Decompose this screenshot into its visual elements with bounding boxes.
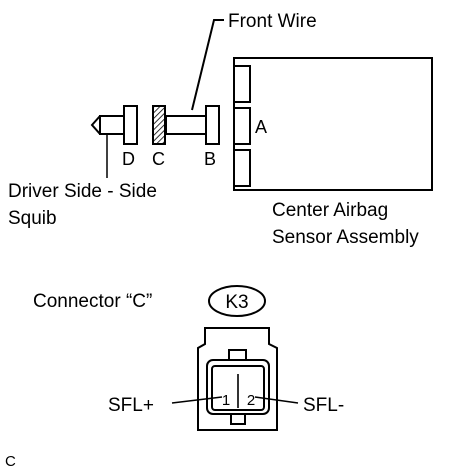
connector-code-label: K3 [225, 292, 248, 313]
connector-code-badge [208, 285, 266, 317]
front-wire-cable [165, 115, 207, 135]
airbag-sensor-label-line2: Sensor Assembly [272, 227, 419, 248]
driver-squib-label-line2: Squib [8, 208, 57, 229]
connector-bottom-key [230, 413, 246, 425]
connector-b-body [205, 105, 220, 145]
connector-d-body [123, 105, 138, 145]
squib-pigtail-tip [90, 115, 101, 135]
connector-c-body [152, 105, 166, 145]
airbag-sensor-socket-bottom [233, 149, 251, 187]
part-b-label: B [204, 149, 216, 169]
part-d-label: D [122, 149, 135, 169]
front-wire-leader [191, 19, 224, 111]
sfl-minus-label: SFL- [303, 395, 344, 416]
part-c-label: C [152, 149, 165, 169]
squib-pigtail [99, 115, 125, 135]
connector-housing-outer [197, 327, 278, 431]
sfl-plus-label: SFL+ [108, 395, 154, 416]
pin-1-number: 1 [222, 392, 230, 409]
sfl-minus-leader [254, 396, 299, 404]
connector-terminal-block [211, 365, 265, 411]
airbag-sensor-socket-top [233, 65, 251, 103]
airbag-sensor-label-line1: Center Airbag [272, 200, 388, 221]
airbag-sensor-socket-a [233, 107, 251, 145]
sfl-plus-leader [171, 396, 223, 404]
pin-2-number: 2 [247, 392, 255, 409]
connector-latch [228, 349, 247, 361]
connector-title: Connector “C” [33, 291, 152, 312]
figure-letter: C [5, 453, 16, 470]
front-wire-label: Front Wire [228, 11, 317, 32]
part-a-label: A [255, 117, 267, 137]
driver-squib-label-line1: Driver Side - Side [8, 181, 157, 202]
